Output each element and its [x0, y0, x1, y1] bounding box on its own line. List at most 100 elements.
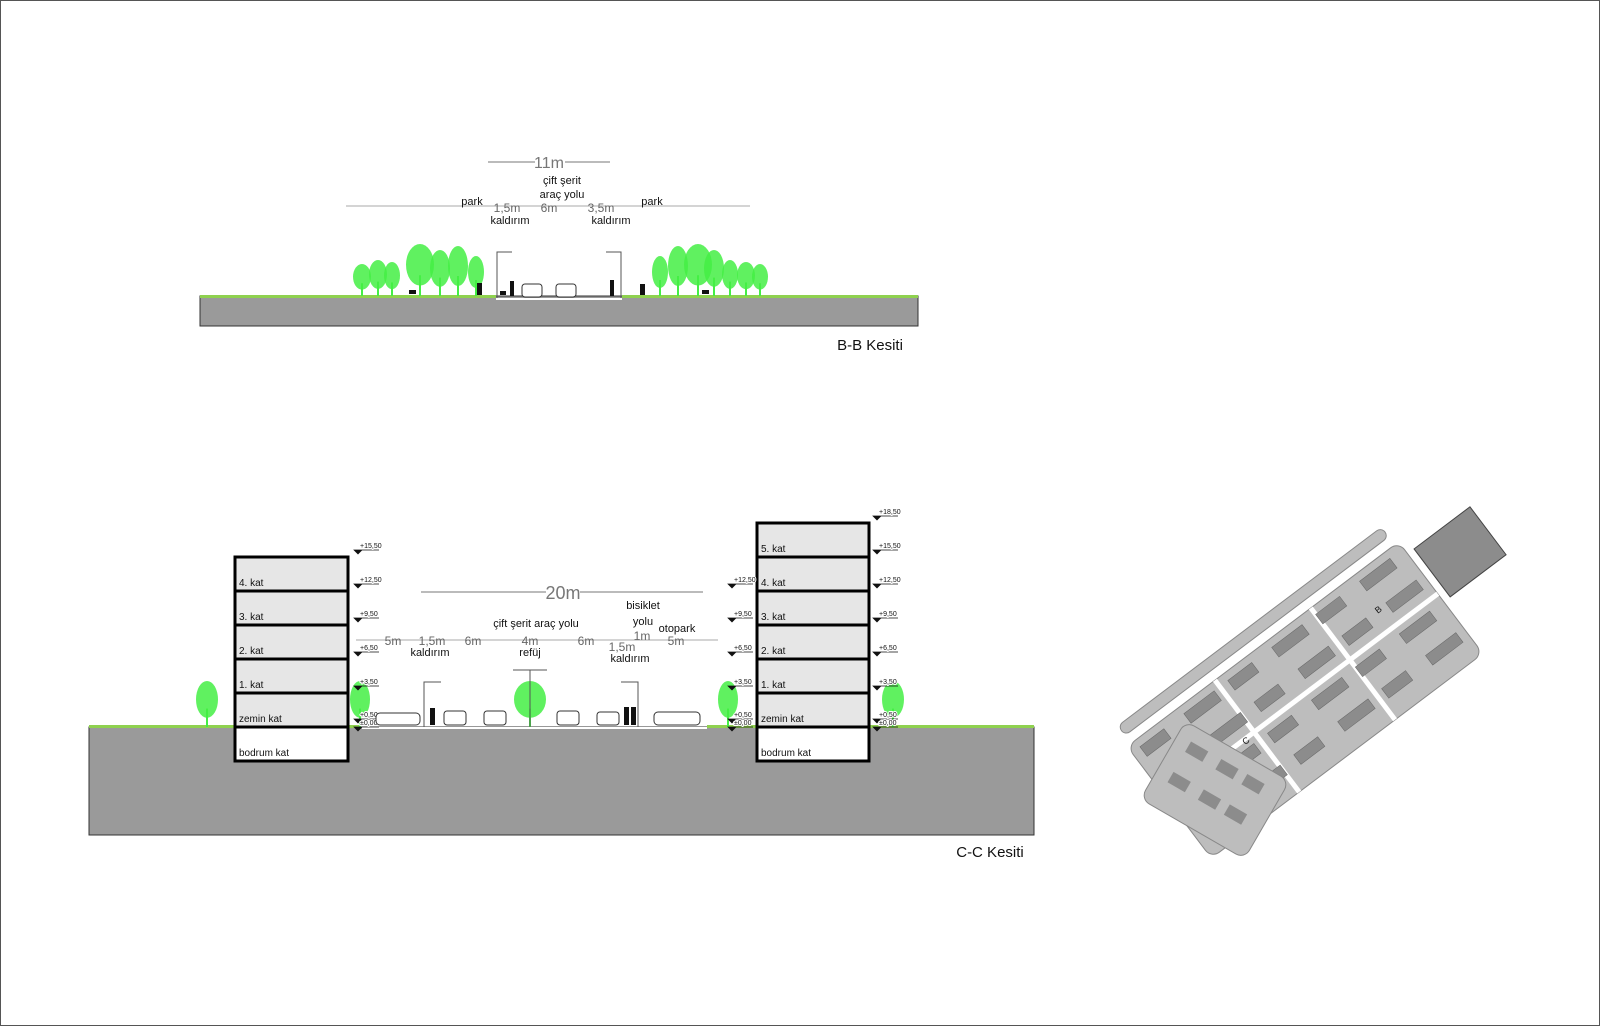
plan-building-block	[1297, 645, 1336, 679]
plan-building-block	[1253, 683, 1286, 713]
plan-marker-c: C	[1240, 735, 1252, 747]
plan-building-block	[1271, 624, 1310, 658]
plan-building-block	[1267, 714, 1300, 744]
elevation-label: +6,50	[734, 645, 752, 652]
elevation-marker-icon	[872, 549, 898, 555]
tree-icon	[430, 250, 450, 296]
cc-bike-label-2: yolu	[633, 616, 653, 628]
floor-label: 2. kat	[239, 646, 264, 657]
elevation-marker-icon	[872, 718, 898, 724]
floor-label: zemin kat	[239, 714, 282, 725]
elevation-label: +0,50	[879, 712, 897, 719]
floor-slab	[233, 555, 350, 593]
elevation-marker-icon	[727, 617, 753, 623]
tree-icon	[468, 256, 484, 296]
tree-icon	[353, 264, 371, 296]
plan-building-block	[1139, 728, 1172, 757]
cc-cars	[375, 710, 701, 726]
car-icon	[443, 710, 467, 726]
elevation-marker-icon	[727, 726, 753, 732]
elevation-marker-icon	[727, 718, 753, 724]
floor-label: 4. kat	[239, 578, 264, 589]
elevation-marker-icon	[353, 685, 379, 691]
tree-icon	[406, 243, 434, 296]
elevation-marker-icon	[353, 617, 379, 623]
floor-label: bodrum kat	[239, 748, 289, 759]
elevation-label: +12,50	[879, 577, 901, 584]
car-icon	[556, 710, 580, 726]
elevation-label: +3,50	[360, 679, 378, 686]
elevation-marker-icon	[872, 726, 898, 732]
floor-label: 1. kat	[239, 680, 264, 691]
elevation-label: +9,50	[879, 611, 897, 618]
cc-bike-label-1: bisiklet	[626, 600, 660, 612]
plan-building-block	[1337, 698, 1376, 732]
cc-seg-walk-right: 1,5m	[609, 640, 636, 654]
tree-icon	[752, 264, 768, 296]
street-lamp-icon	[621, 681, 639, 727]
floor-label: 3. kat	[239, 612, 264, 623]
cc-street-lamps	[423, 669, 639, 727]
bb-road-width: 6m	[541, 201, 558, 215]
elevation-label: +15,50	[879, 543, 901, 550]
bb-cars	[521, 283, 577, 298]
pedestrian-icon	[430, 708, 435, 725]
car-icon	[653, 711, 701, 726]
plan-building-block	[1311, 676, 1350, 711]
plan-building-block	[1293, 736, 1326, 765]
plan-building-block	[1398, 610, 1438, 644]
pedestrian-icon	[610, 280, 614, 296]
elevation-label: +15,50	[360, 543, 382, 550]
elevation-label: +12,50	[734, 577, 756, 584]
plan-building-block	[1315, 595, 1348, 625]
bb-right-walk-label: kaldırım	[591, 215, 630, 227]
elevation-markers: +12,50+9,50+6,50+3,50+0,50±0,00	[727, 576, 757, 732]
elevation-label: +12,50	[360, 577, 382, 584]
dog-icon	[409, 290, 416, 294]
bb-total-width: 11m	[534, 155, 564, 172]
floor-label: 2. kat	[761, 646, 786, 657]
cc-parking-label: otopark	[659, 623, 696, 635]
tree-icon	[350, 681, 370, 727]
floor-slab	[233, 725, 350, 763]
car-icon	[521, 283, 543, 298]
cc-left-grass	[89, 725, 359, 728]
elevation-label: +9,50	[734, 611, 752, 618]
bb-people	[409, 280, 709, 296]
floor-label: 5. kat	[761, 544, 786, 555]
cc-seg-5m-right: 5m	[668, 634, 685, 648]
bb-road-surface	[496, 298, 622, 300]
plan-marker-b: B	[1373, 604, 1384, 616]
elevation-label: ±0,00	[734, 720, 752, 727]
site-plan: B C	[1119, 506, 1507, 856]
cc-seg-median: 4m	[522, 634, 539, 648]
dog-icon	[702, 290, 709, 294]
bb-street-lamps	[496, 251, 622, 298]
bb-ground-slab	[199, 295, 919, 327]
elevation-marker-icon	[353, 549, 379, 555]
plan-building-block	[1359, 558, 1398, 592]
street-lamp-icon	[513, 669, 547, 727]
elevation-label: +6,50	[360, 645, 378, 652]
elevation-marker-icon	[353, 718, 379, 724]
elevation-marker-icon	[353, 726, 379, 732]
bb-road-label-2: araç yolu	[540, 189, 585, 201]
floor-slab	[755, 623, 871, 661]
elevation-marker-icon	[727, 583, 753, 589]
elevation-marker-icon	[872, 583, 898, 589]
elevation-label: +0,50	[734, 712, 752, 719]
elevation-markers: +15,50+12,50+9,50+6,50+3,50+0,50±0,00	[353, 542, 383, 732]
street-lamp-icon	[606, 251, 622, 298]
elevation-marker-icon	[872, 685, 898, 691]
plan-building-block	[1354, 648, 1387, 678]
street-lamp-icon	[496, 251, 512, 298]
elevation-marker-icon	[353, 651, 379, 657]
tree-icon	[718, 681, 738, 727]
cc-trees	[196, 681, 904, 727]
floor-label: 1. kat	[761, 680, 786, 691]
cc-seg-6m-right: 6m	[578, 634, 595, 648]
plan-building-block	[1381, 670, 1414, 699]
elevation-marker-icon	[353, 583, 379, 589]
